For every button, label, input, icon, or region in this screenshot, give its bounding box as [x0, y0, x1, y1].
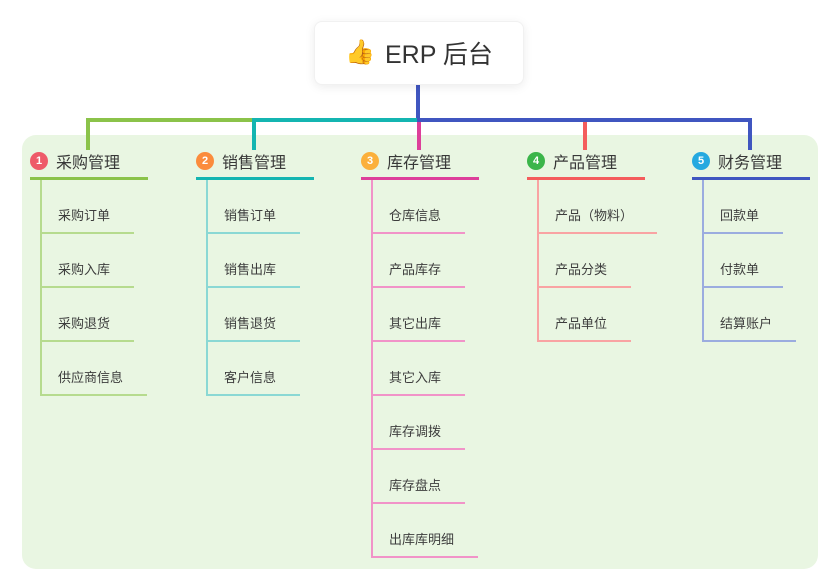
branch-topic[interactable]: 2 销售管理	[196, 150, 314, 180]
branch-4: 4 产品管理产品（物料）产品分类产品单位	[527, 150, 658, 342]
branch-children: 仓库信息产品库存其它出库其它入库库存调拨库存盘点出库库明细	[371, 180, 479, 558]
branch-label: 销售管理	[222, 155, 287, 172]
branch-topic[interactable]: 1 采购管理	[30, 150, 148, 180]
priority-badge: 2	[196, 152, 214, 170]
priority-badge: 4	[527, 152, 545, 170]
connector-line	[748, 118, 752, 150]
branch-5: 5 财务管理回款单付款单结算账户	[692, 150, 810, 342]
root-topic[interactable]: 👍 ERP 后台	[314, 21, 524, 85]
child-topic[interactable]: 客户信息	[208, 342, 301, 396]
branch-children: 产品（物料）产品分类产品单位	[537, 180, 658, 342]
connector-line	[417, 122, 421, 150]
child-topic[interactable]: 采购订单	[42, 180, 135, 234]
child-topic[interactable]: 产品库存	[373, 234, 466, 288]
branch-children: 回款单付款单结算账户	[702, 180, 797, 342]
connector-line	[252, 118, 256, 150]
child-topic[interactable]: 销售订单	[208, 180, 301, 234]
child-topic[interactable]: 采购入库	[42, 234, 135, 288]
child-topic[interactable]: 库存盘点	[373, 450, 466, 504]
child-topic[interactable]: 库存调拨	[373, 396, 466, 450]
child-topic[interactable]: 回款单	[704, 180, 784, 234]
branch-topic[interactable]: 4 产品管理	[527, 150, 645, 180]
child-topic[interactable]: 结算账户	[704, 288, 797, 342]
connector-line	[86, 118, 252, 122]
branch-children: 采购订单采购入库采购退货供应商信息	[40, 180, 148, 396]
child-topic[interactable]: 采购退货	[42, 288, 135, 342]
child-topic[interactable]: 付款单	[704, 234, 784, 288]
child-topic[interactable]: 产品分类	[539, 234, 632, 288]
branch-topic[interactable]: 3 库存管理	[361, 150, 479, 180]
child-topic[interactable]: 出库库明细	[373, 504, 479, 558]
connector-line	[416, 83, 420, 118]
child-topic[interactable]: 供应商信息	[42, 342, 148, 396]
child-topic[interactable]: 产品（物料）	[539, 180, 658, 234]
branch-label: 财务管理	[718, 155, 783, 172]
child-topic[interactable]: 其它出库	[373, 288, 466, 342]
root-topic-label: ERP 后台	[384, 41, 493, 69]
branch-children: 销售订单销售出库销售退货客户信息	[206, 180, 301, 396]
child-topic[interactable]: 其它入库	[373, 342, 466, 396]
priority-badge: 5	[692, 152, 710, 170]
child-topic[interactable]: 仓库信息	[373, 180, 466, 234]
child-topic[interactable]: 销售退货	[208, 288, 301, 342]
thumbs-up-icon: 👍	[345, 39, 375, 66]
branch-label: 库存管理	[387, 155, 452, 172]
branch-1: 1 采购管理采购订单采购入库采购退货供应商信息	[30, 150, 148, 396]
child-topic[interactable]: 产品单位	[539, 288, 632, 342]
connector-line	[252, 118, 417, 122]
connector-line	[583, 122, 587, 150]
priority-badge: 1	[30, 152, 48, 170]
branches-background-panel	[22, 135, 818, 569]
branch-3: 3 库存管理仓库信息产品库存其它出库其它入库库存调拨库存盘点出库库明细	[361, 150, 479, 558]
connector-line	[86, 118, 90, 150]
priority-badge: 3	[361, 152, 379, 170]
branch-2: 2 销售管理销售订单销售出库销售退货客户信息	[196, 150, 314, 396]
branch-label: 采购管理	[56, 155, 121, 172]
child-topic[interactable]: 销售出库	[208, 234, 301, 288]
branch-topic[interactable]: 5 财务管理	[692, 150, 810, 180]
connector-line	[417, 118, 752, 122]
branch-label: 产品管理	[553, 155, 618, 172]
